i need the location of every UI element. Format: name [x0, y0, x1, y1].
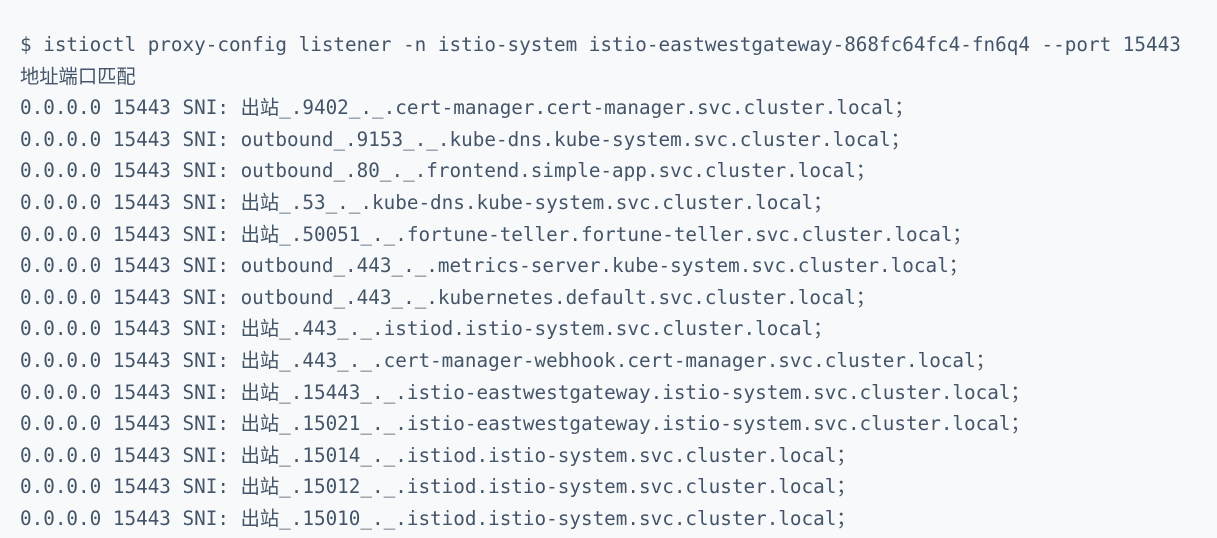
listener-port: 15443	[112, 285, 171, 309]
command-line: $ istioctl proxy-config listener -n isti…	[20, 29, 1207, 61]
line-terminator: ；	[813, 317, 833, 341]
listener-address: 0.0.0.0	[20, 443, 102, 467]
listener-address: 0.0.0.0	[20, 475, 102, 499]
sni-value: 出站_.9402_._.cert-manager.cert-manager.sv…	[240, 96, 895, 120]
sni-label: SNI:	[182, 317, 229, 341]
listener-address: 0.0.0.0	[20, 348, 102, 372]
line-terminator: ；	[975, 348, 995, 372]
sni-label: SNI:	[182, 96, 229, 120]
sni-label: SNI:	[182, 506, 229, 530]
listener-row: 0.0.0.0 15443 SNI: 出站_.15021_._.istio-ea…	[20, 408, 1207, 440]
listener-row: 0.0.0.0 15443 SNI: 出站_.15443_._.istio-ea…	[20, 377, 1207, 409]
line-terminator: ；	[813, 190, 833, 214]
listener-port: 15443	[112, 412, 171, 436]
sni-label: SNI:	[182, 443, 229, 467]
sni-value: 出站_.15021_._.istio-eastwestgateway.istio…	[240, 412, 1011, 436]
listener-row: 0.0.0.0 15443 SNI: outbound_.9153_._.kub…	[20, 124, 1207, 156]
sni-label: SNI:	[182, 127, 229, 151]
listener-row: 0.0.0.0 15443 SNI: 出站_.50051_._.fortune-…	[20, 219, 1207, 251]
listener-address: 0.0.0.0	[20, 127, 102, 151]
listener-row: 0.0.0.0 15443 SNI: 出站_.15010_._.istiod.i…	[20, 503, 1207, 535]
sni-label: SNI:	[182, 190, 229, 214]
sni-label: SNI:	[182, 222, 229, 246]
listener-port: 15443	[112, 506, 171, 530]
listener-port: 15443	[112, 190, 171, 214]
listener-row: 0.0.0.0 15443 SNI: 出站_.15014_._.istiod.i…	[20, 440, 1207, 472]
listener-port: 15443	[112, 127, 171, 151]
listener-address: 0.0.0.0	[20, 222, 102, 246]
listener-address: 0.0.0.0	[20, 506, 102, 530]
line-terminator: ；	[1010, 412, 1030, 436]
line-terminator: ；	[948, 254, 968, 278]
sni-label: SNI:	[182, 412, 229, 436]
listener-row: 0.0.0.0 15443 SNI: 出站_.9402_._.cert-mana…	[20, 92, 1207, 124]
listener-address: 0.0.0.0	[20, 412, 102, 436]
sni-label: SNI:	[182, 254, 229, 278]
sni-label: SNI:	[182, 159, 229, 183]
listener-port: 15443	[112, 380, 171, 404]
sni-value: 出站_.50051_._.fortune-teller.fortune-tell…	[240, 222, 953, 246]
listener-address: 0.0.0.0	[20, 96, 102, 120]
line-terminator: ；	[836, 506, 856, 530]
line-terminator: ；	[836, 475, 856, 499]
line-terminator: ；	[855, 159, 876, 183]
columns-header-text: 地址端口匹配	[20, 64, 136, 88]
listener-port: 15443	[112, 475, 171, 499]
line-terminator: ；	[836, 443, 856, 467]
sni-label: SNI:	[182, 285, 229, 309]
sni-label: SNI:	[182, 475, 229, 499]
line-terminator: ；	[890, 127, 910, 151]
line-terminator: ；	[855, 285, 876, 309]
listener-row: 0.0.0.0 15443 SNI: outbound_.443_._.kube…	[20, 282, 1207, 314]
sni-value: outbound_.443_._.metrics-server.kube-sys…	[240, 254, 949, 278]
listener-port: 15443	[112, 159, 171, 183]
listener-row: 0.0.0.0 15443 SNI: 出站_.53_._.kube-dns.ku…	[20, 187, 1207, 219]
sni-value: 出站_.15014_._.istiod.istio-system.svc.clu…	[240, 443, 837, 467]
listener-address: 0.0.0.0	[20, 285, 102, 309]
listener-row: 0.0.0.0 15443 SNI: 出站_.443_._.istiod.ist…	[20, 313, 1207, 345]
listener-port: 15443	[112, 348, 171, 372]
listener-port: 15443	[112, 222, 171, 246]
listener-row: 0.0.0.0 15443 SNI: 出站_.443_._.cert-manag…	[20, 345, 1207, 377]
sni-value: 出站_.15443_._.istio-eastwestgateway.istio…	[240, 380, 1011, 404]
listener-address: 0.0.0.0	[20, 254, 102, 278]
sni-value: 出站_.443_._.istiod.istio-system.svc.clust…	[240, 317, 814, 341]
line-terminator: ；	[1010, 380, 1030, 404]
sni-value: 出站_.53_._.kube-dns.kube-system.svc.clust…	[240, 190, 814, 214]
listener-address: 0.0.0.0	[20, 317, 102, 341]
command-text: istioctl proxy-config listener -n istio-…	[43, 33, 1181, 56]
sni-value: 出站_.15012_._.istiod.istio-system.svc.clu…	[240, 475, 837, 499]
listener-port: 15443	[112, 96, 171, 120]
line-terminator: ；	[894, 96, 914, 120]
shell-prompt: $	[20, 33, 32, 56]
sni-value: outbound_.443_._.kubernetes.default.svc.…	[240, 285, 856, 309]
listener-row: 0.0.0.0 15443 SNI: outbound_.80_._.front…	[20, 155, 1207, 187]
listener-row: 0.0.0.0 15443 SNI: 出站_.15012_._.istiod.i…	[20, 471, 1207, 503]
listener-address: 0.0.0.0	[20, 159, 102, 183]
listener-address: 0.0.0.0	[20, 190, 102, 214]
sni-value: 出站_.15010_._.istiod.istio-system.svc.clu…	[240, 506, 837, 530]
listener-row: 0.0.0.0 15443 SNI: outbound_.443_._.metr…	[20, 250, 1207, 282]
listener-port: 15443	[112, 254, 171, 278]
listener-address: 0.0.0.0	[20, 380, 102, 404]
sni-value: outbound_.9153_._.kube-dns.kube-system.s…	[240, 127, 891, 151]
sni-label: SNI:	[182, 380, 229, 404]
sni-value: 出站_.443_._.cert-manager-webhook.cert-man…	[240, 348, 976, 372]
sni-label: SNI:	[182, 348, 229, 372]
sni-value: outbound_.80_._.frontend.simple-app.svc.…	[240, 159, 856, 183]
listener-port: 15443	[112, 317, 171, 341]
line-terminator: ；	[952, 222, 972, 246]
listener-port: 15443	[112, 443, 171, 467]
columns-header: 地址端口匹配	[20, 61, 1207, 93]
